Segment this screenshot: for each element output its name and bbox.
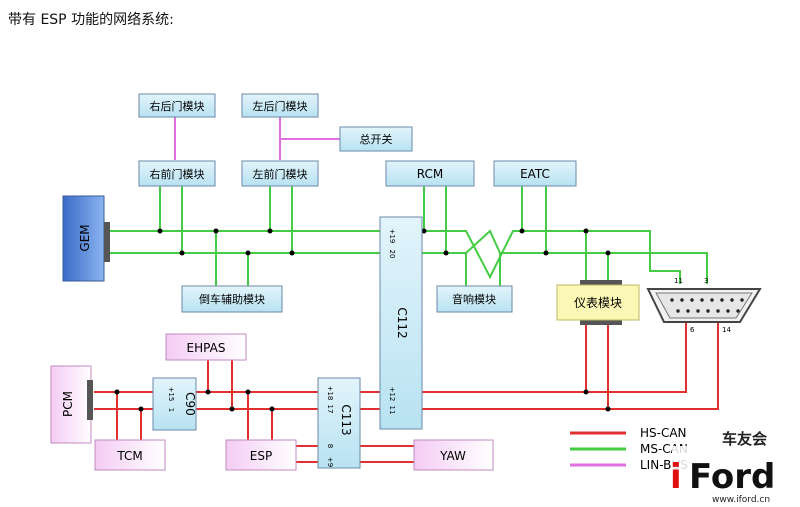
c112-pin-bottom-2: 11 [388,406,396,415]
connector-c112: +19 20 C112 +12 11 [379,216,423,430]
dlc-pin-14: 14 [722,326,731,334]
master-switch-label: 总开关 [360,132,393,146]
module-ehpas: EHPAS [165,333,247,361]
connector-c113: +18 17 C113 8 +9 [317,377,361,469]
c90-pin-2: 1 [167,408,175,412]
reverse-aid-label: 倒车辅助模块 [199,292,265,306]
gem-label: GEM [78,224,92,251]
c113-label: C113 [339,404,353,435]
c112-pin-bottom-1: +12 [388,387,396,402]
junction-dots [114,228,611,412]
dlc-pin-3: 3 [704,277,708,285]
c90-label: C90 [183,392,197,416]
module-right-front-door: 右前门模块 [138,160,216,187]
module-master-switch: 总开关 [339,126,413,152]
module-eatc: EATC [493,160,577,187]
module-audio: 音响模块 [436,285,513,313]
left-rear-door-label: 左后门模块 [253,99,308,113]
c113-pin-bottom-2: +9 [326,457,334,467]
c113-pin-bottom-1: 8 [326,444,334,448]
module-yaw: YAW [413,439,494,471]
legend: HS-CAN MS-CAN LIN-BUS [570,426,688,472]
dlc-connector: 11 3 6 14 [646,277,762,334]
pcm-label: PCM [61,391,75,417]
page-title: 带有 ESP 功能的网络系统: [8,12,174,28]
right-front-door-label: 右前门模块 [150,167,205,181]
module-rcm: RCM [385,160,475,187]
module-left-rear-door: 左后门模块 [241,93,319,118]
logo-i: i [670,457,682,497]
esp-label: ESP [250,449,272,463]
tcm-label: TCM [116,449,142,463]
ms-can-wires [104,186,708,286]
eatc-label: EATC [520,167,550,181]
c112-pin-top-1: +19 [388,229,396,244]
module-cluster: 仪表模块 [556,280,640,325]
dlc-pin-6: 6 [690,326,695,334]
connector-c90: C90 +15 1 [152,377,197,431]
cluster-label: 仪表模块 [574,296,622,310]
logo-cn-text: 车友会 [722,430,767,448]
module-gem: GEM [62,195,110,282]
right-rear-door-label: 右后门模块 [150,99,205,113]
c112-label: C112 [395,307,409,338]
module-pcm: PCM [50,365,93,444]
c113-pin-top-2: 17 [326,405,334,414]
logo-url: www.iford.cn [712,495,770,505]
rcm-label: RCM [417,167,443,181]
dlc-pin-11: 11 [674,277,683,285]
module-reverse-aid: 倒车辅助模块 [181,285,283,313]
c90-pin-1: +15 [167,387,175,402]
yaw-label: YAW [439,449,466,463]
module-left-front-door: 左前门模块 [241,160,319,187]
ehpas-label: EHPAS [187,341,226,355]
module-right-rear-door: 右后门模块 [138,93,216,118]
ms-can-upper-right [422,230,681,284]
c113-pin-top-1: +18 [326,386,334,401]
ms-can-lower-right [422,229,708,284]
module-tcm: TCM [94,439,166,471]
lin-bus-wires [174,117,340,160]
c112-pin-top-2: 20 [388,250,396,259]
logo-ford: Ford [689,457,775,497]
iford-logo: 车友会 i Ford www.iford.cn [670,430,798,505]
audio-label: 音响模块 [452,292,496,306]
legend-hs-can-label: HS-CAN [640,426,687,440]
module-esp: ESP [225,439,297,471]
left-front-door-label: 左前门模块 [253,167,308,181]
